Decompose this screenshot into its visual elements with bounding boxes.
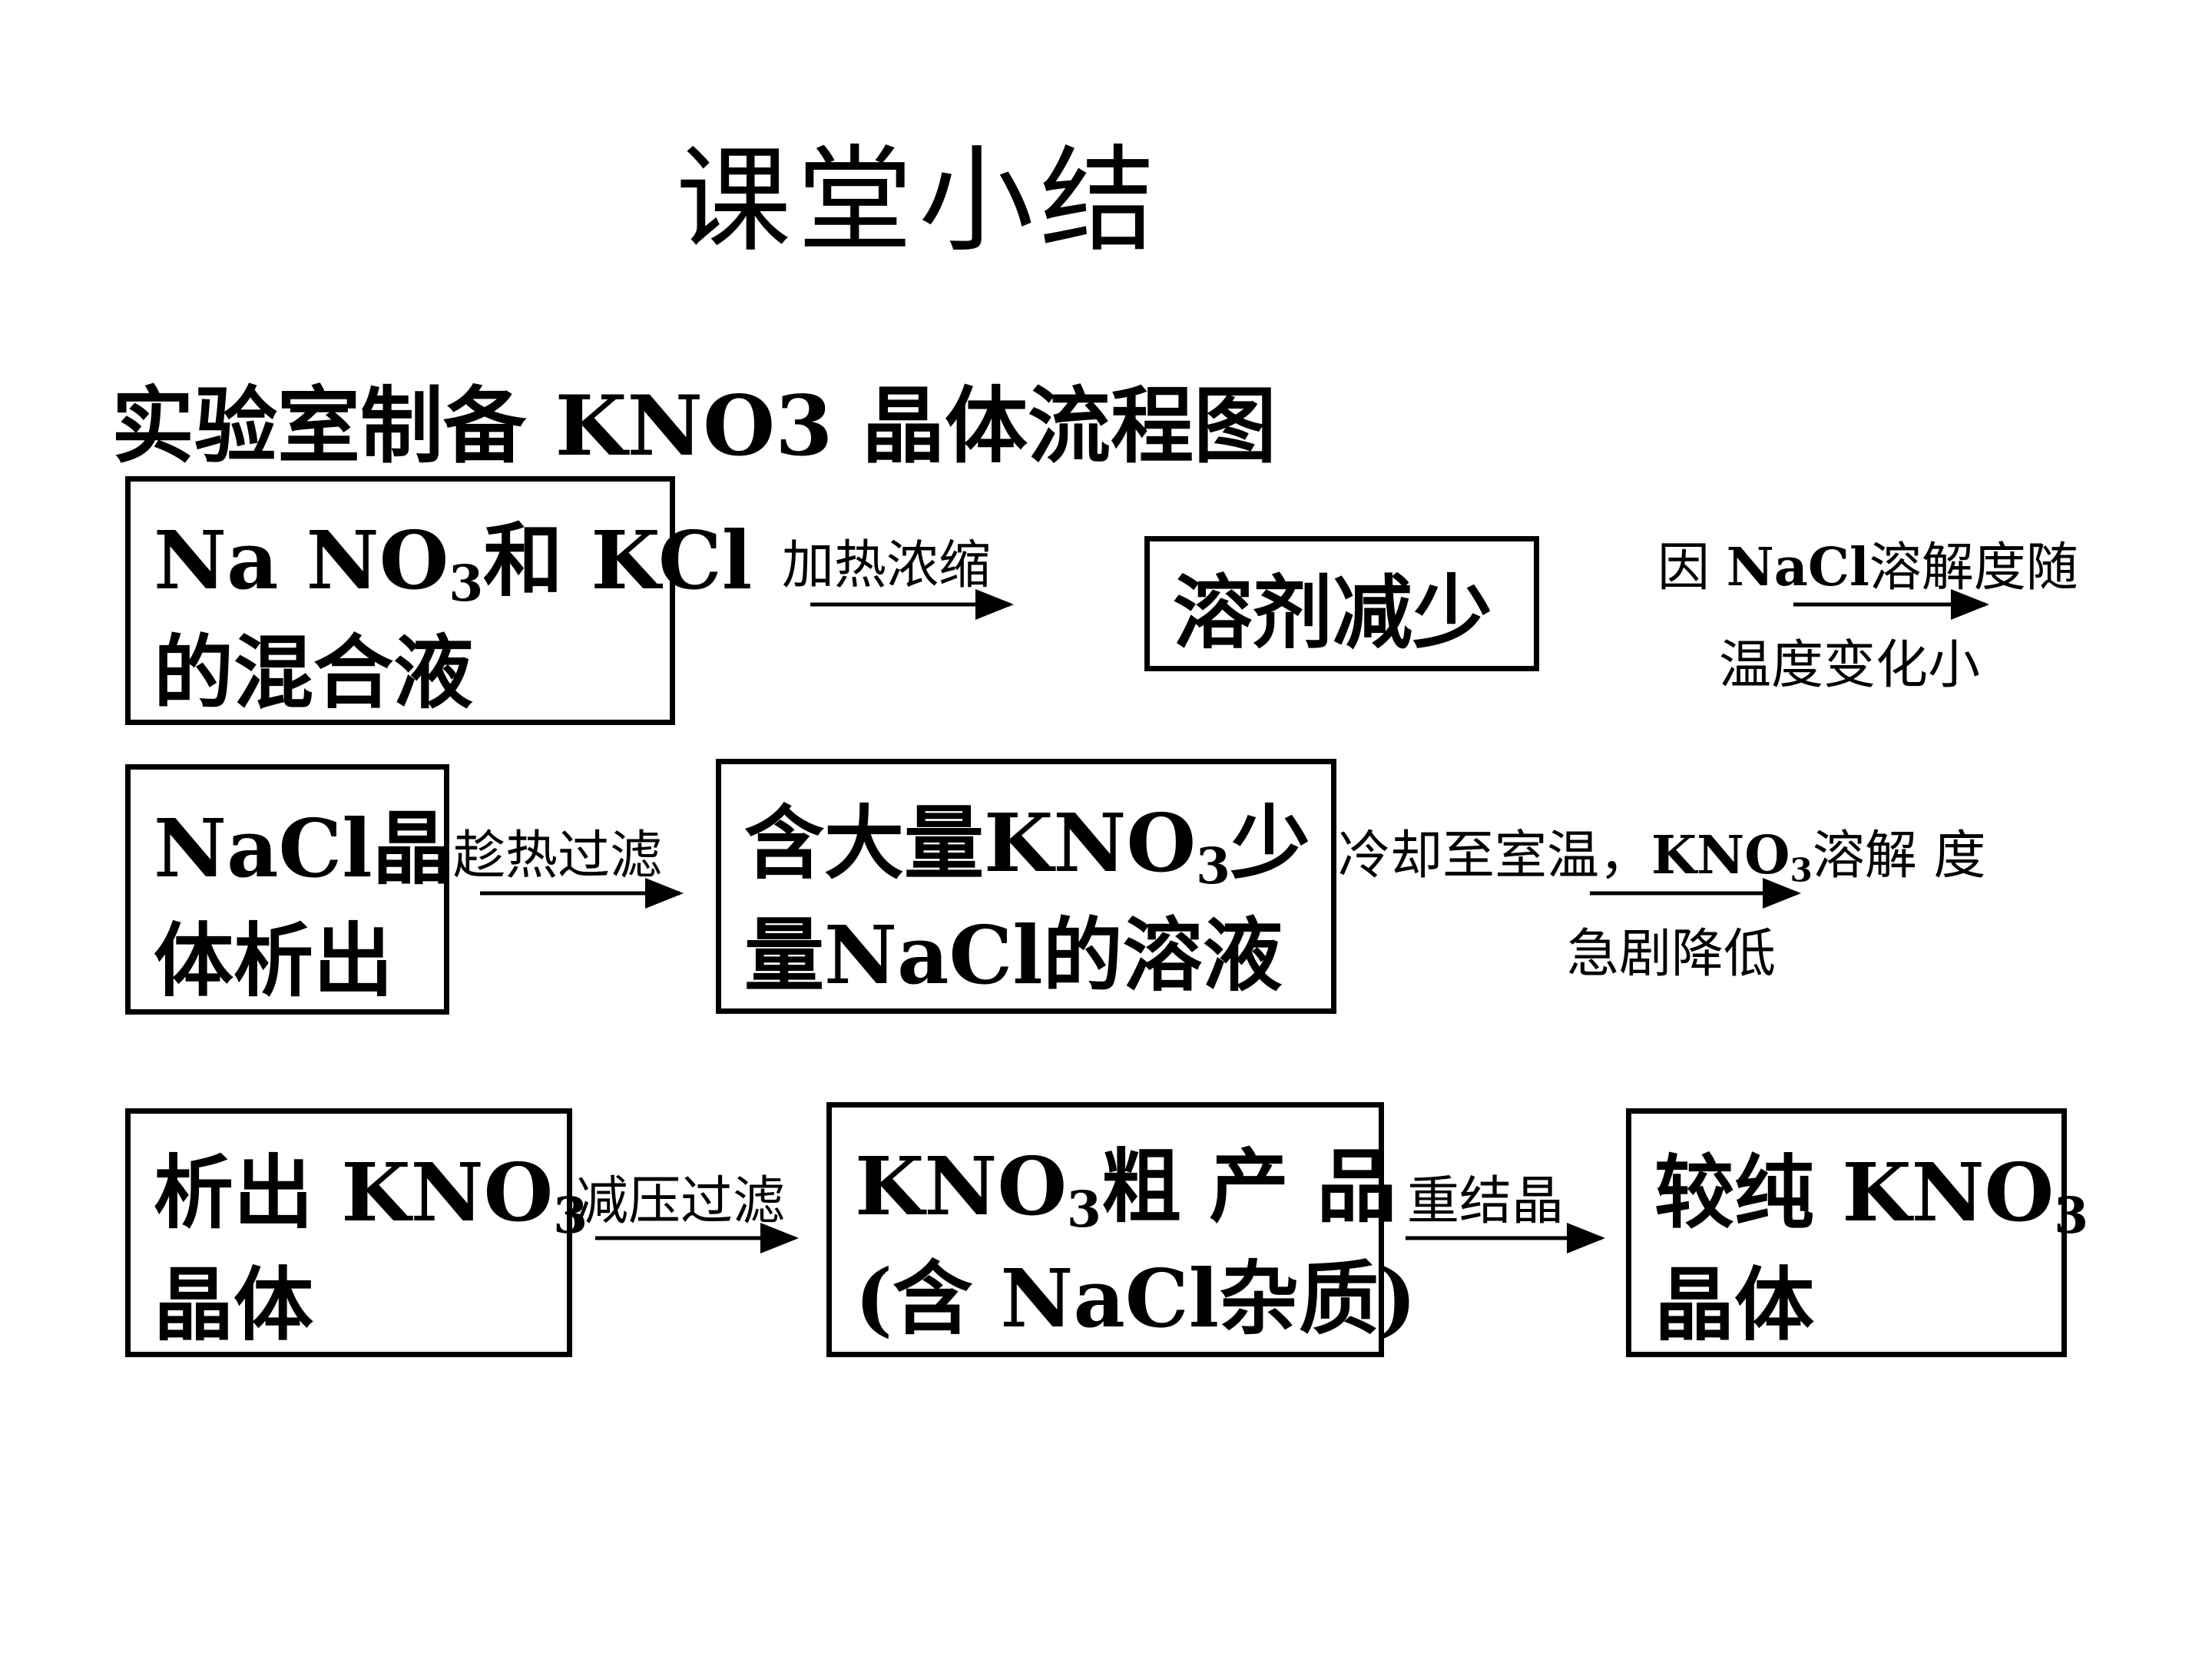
- page-title: 课堂小结: [676, 134, 1162, 268]
- label-hot-filtration: 趁热过滤: [453, 826, 663, 886]
- box-mixed-solution: Na NO3和 KCl 的混合液: [125, 476, 752, 725]
- label-heat-concentrate: 加热浓缩: [782, 535, 992, 596]
- flowchart-heading: 实验室制备 KNO3 晶体流程图: [111, 378, 1277, 475]
- label-vacuum-filtration: 减压过滤: [576, 1171, 786, 1232]
- label-nacl-solubility: 因 NaCl溶解度随: [1657, 537, 2078, 598]
- label-cool-to-room-temp: 冷却至室温，KNO3溶解 度: [1338, 825, 1986, 889]
- box-solvent-reduced: 溶剂减少: [1144, 536, 1539, 671]
- label-sharp-decrease: 急剧降低: [1567, 924, 1777, 985]
- label-temperature-small-change: 温度变化小: [1719, 635, 1981, 696]
- box-kno3-crystallize: 析出 KNO3 晶体: [125, 1108, 588, 1357]
- label-recrystallization: 重结晶: [1407, 1171, 1565, 1232]
- box-crude-kno3: KNO3粗 产 品 (含 NaCl杂质): [826, 1102, 1416, 1357]
- box-kno3-rich-solution: 含大量KNO3少 量NaCl的溶液: [716, 759, 1336, 1014]
- box-nacl-precipitate: NaCl晶 体析出: [125, 764, 452, 1015]
- box-pure-kno3: 较纯 KNO3 晶体: [1626, 1108, 2088, 1357]
